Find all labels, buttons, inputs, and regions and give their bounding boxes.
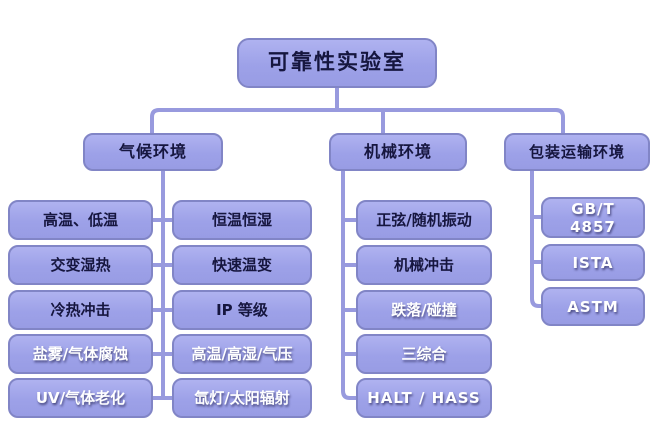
node-astm: ASTM (541, 287, 645, 326)
node-ip-rating: IP 等级 (172, 290, 312, 330)
node-alternating-damp-heat: 交变湿热 (8, 245, 153, 285)
node-rapid-temp-change: 快速温变 (172, 245, 312, 285)
node-halt-hass: HALT / HASS (356, 378, 492, 418)
node-xenon-solar-radiation: 氙灯/太阳辐射 (172, 378, 312, 418)
node-ista: ISTA (541, 244, 645, 281)
node-drop-impact: 跌落/碰撞 (356, 290, 492, 330)
node-sine-random-vibration: 正弦/随机振动 (356, 200, 492, 240)
node-branch-climate: 气候环境 (83, 133, 223, 171)
node-salt-spray-gas-corrosion: 盐雾/气体腐蚀 (8, 334, 153, 374)
node-mechanical-shock: 机械冲击 (356, 245, 492, 285)
node-three-combined: 三综合 (356, 334, 492, 374)
node-high-temp-humidity-pressure: 高温/高湿/气压 (172, 334, 312, 374)
node-thermal-shock: 冷热冲击 (8, 290, 153, 330)
node-uv-gas-aging: UV/气体老化 (8, 378, 153, 418)
node-branch-packaging: 包装运输环境 (504, 133, 650, 171)
node-high-low-temp: 高温、低温 (8, 200, 153, 240)
node-constant-temp-humidity: 恒温恒湿 (172, 200, 312, 240)
node-root-reliability-lab: 可靠性实验室 (237, 38, 437, 88)
node-branch-mechanical: 机械环境 (329, 133, 467, 171)
node-gbt-4857: GB/T 4857 (541, 197, 645, 238)
